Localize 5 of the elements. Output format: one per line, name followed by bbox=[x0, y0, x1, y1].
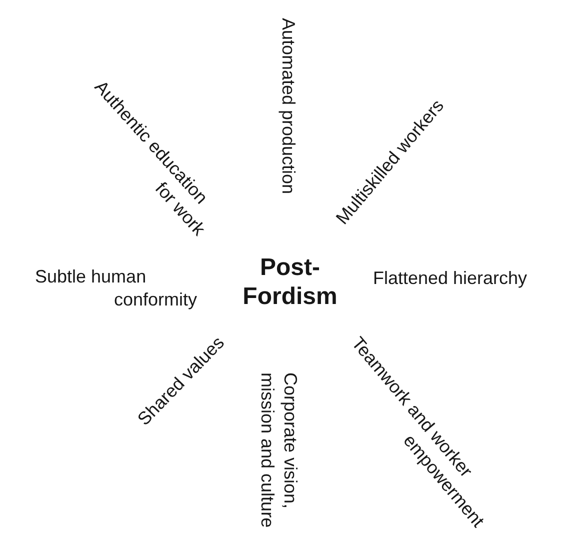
center-title: Post-Fordism bbox=[242, 254, 338, 312]
radial-label: Automated production bbox=[277, 18, 300, 194]
radial-label: Subtle human conformity bbox=[35, 266, 197, 310]
radial-label: Corporate vision, mission and culture bbox=[257, 372, 302, 530]
radial-label: Flattened hierarchy bbox=[372, 266, 528, 290]
